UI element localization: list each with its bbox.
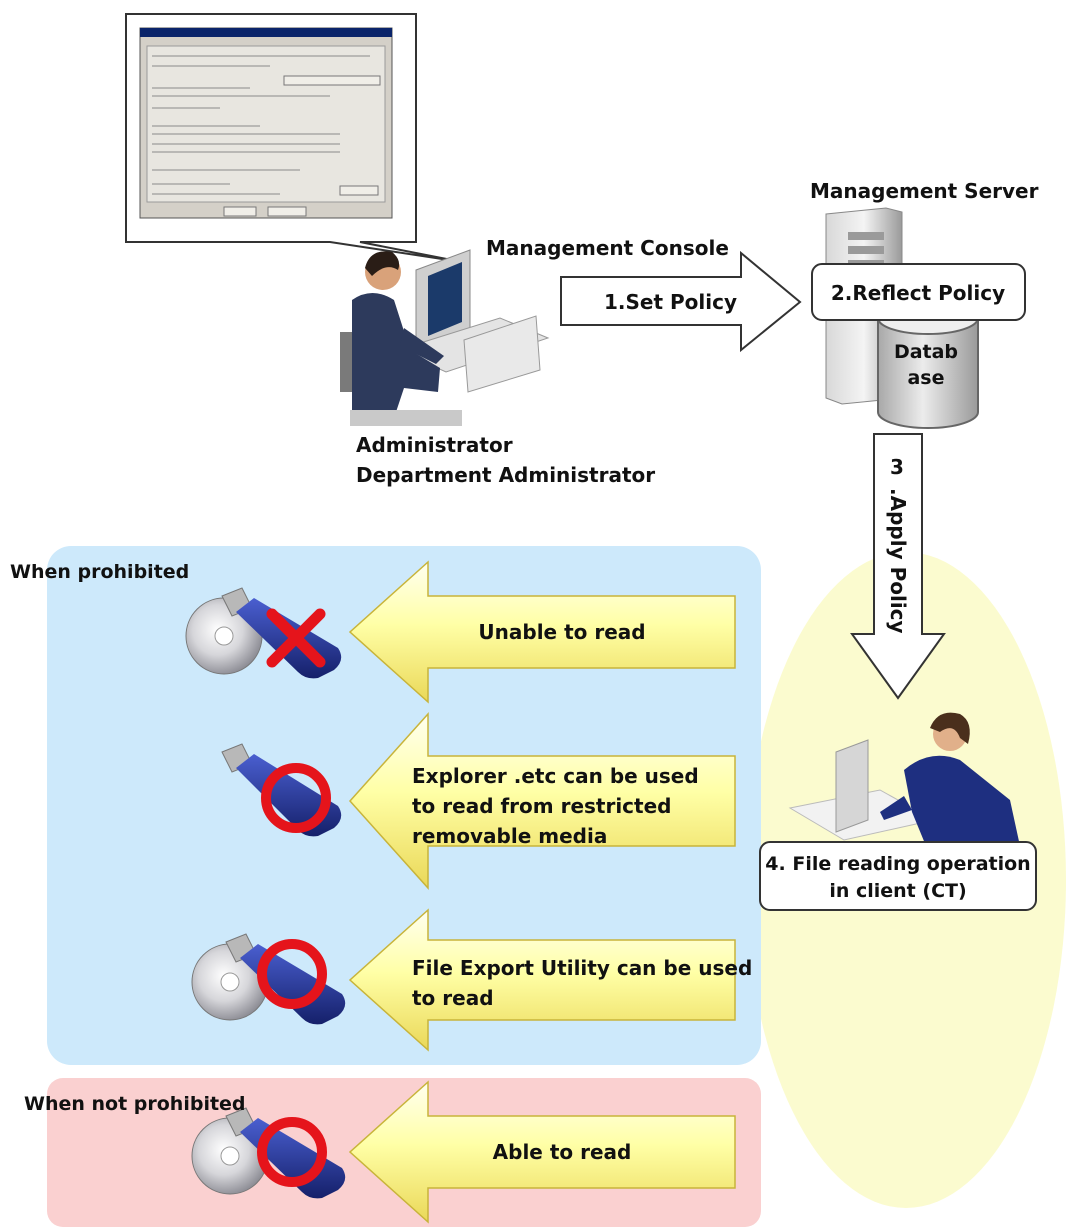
management-console-label: Management Console <box>486 236 729 260</box>
reflect-policy-box <box>811 263 1026 321</box>
file-export-label-line1: File Export Utility can be used <box>412 956 752 980</box>
when-not-prohibited-heading: When not prohibited <box>24 1093 246 1115</box>
department-administrator-label: Department Administrator <box>356 463 655 487</box>
permitted-circle-icon <box>257 939 327 1009</box>
set-policy-arrow <box>560 250 802 353</box>
media-row-explorer <box>221 743 342 837</box>
able-to-read-label: Able to read <box>493 1140 632 1164</box>
client-operation-label-line1: 4. File reading operation <box>765 853 1030 875</box>
file-export-read-arrow <box>348 908 736 1052</box>
apply-policy-number: 3 <box>890 455 904 479</box>
client-operation-box <box>759 841 1037 911</box>
cross-mark-icon <box>266 608 326 668</box>
policy-settings-window <box>139 27 393 219</box>
unable-to-read-label: Unable to read <box>478 620 645 644</box>
media-row-able <box>191 1107 346 1199</box>
apply-policy-label: .Apply Policy <box>886 488 910 634</box>
media-row-file-export <box>191 933 346 1025</box>
client-operation-label-line2: in client (CT) <box>829 880 966 902</box>
explorer-label-line1: Explorer .etc can be used <box>412 764 699 788</box>
administrator-label: Administrator <box>356 433 513 457</box>
permitted-circle-icon <box>261 763 331 833</box>
set-policy-label: 1.Set Policy <box>604 290 737 314</box>
apply-policy-arrow <box>850 433 946 700</box>
database-label-line2: ase <box>907 367 944 389</box>
database-label-line1: Datab <box>894 341 958 363</box>
explorer-label-line3: removable media <box>412 824 607 848</box>
file-export-label-line2: to read <box>412 986 494 1010</box>
explorer-label-line2: to read from restricted <box>412 794 671 818</box>
explorer-read-arrow <box>348 712 736 890</box>
permitted-circle-icon <box>257 1117 327 1187</box>
unable-to-read-arrow <box>348 560 736 704</box>
administrator-figure <box>340 249 550 426</box>
media-row-unable <box>185 587 342 679</box>
when-prohibited-heading: When prohibited <box>10 561 189 583</box>
reflect-policy-label: 2.Reflect Policy <box>831 281 1005 305</box>
able-to-read-arrow <box>348 1080 736 1224</box>
client-user-figure <box>788 712 1020 846</box>
management-server-label: Management Server <box>810 179 1039 203</box>
